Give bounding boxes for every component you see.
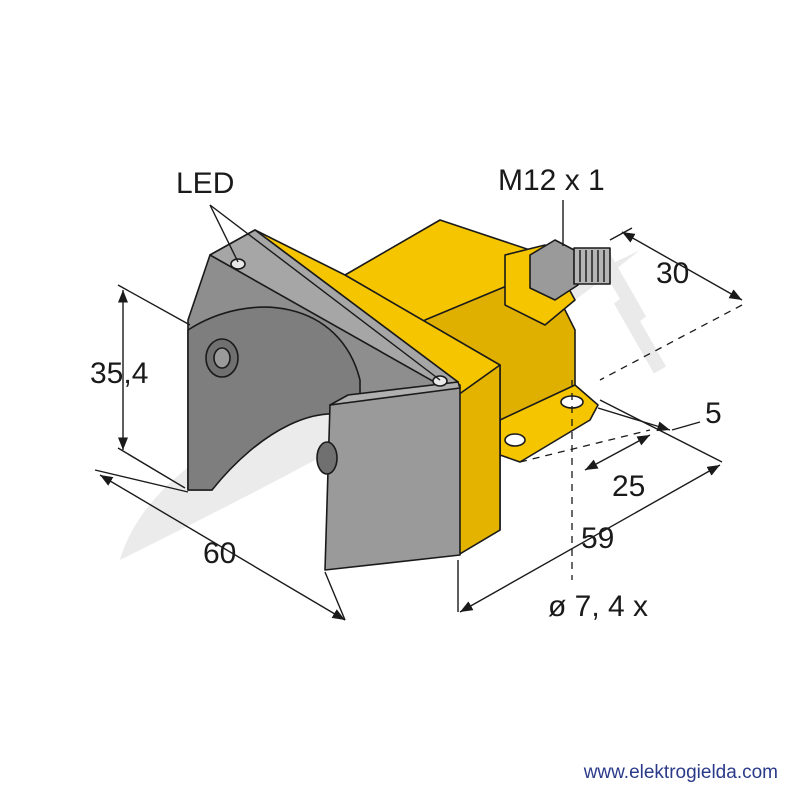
dimension-lines bbox=[94, 200, 743, 621]
label-dim-59: 59 bbox=[581, 522, 614, 555]
screw-hole-right bbox=[316, 441, 338, 475]
label-thread: M12 x 1 bbox=[498, 164, 605, 197]
label-dim-60: 60 bbox=[203, 537, 236, 570]
screw-hole-left bbox=[205, 338, 239, 378]
collar-edge bbox=[457, 364, 501, 556]
sensor-body bbox=[187, 219, 611, 571]
label-dim-30: 30 bbox=[656, 257, 689, 290]
label-dim-5: 5 bbox=[705, 397, 722, 430]
label-dim-35-4: 35,4 bbox=[90, 357, 148, 390]
sensing-face-right bbox=[324, 384, 461, 571]
m12-connector bbox=[529, 239, 611, 301]
label-hole: ø 7, 4 x bbox=[548, 590, 648, 623]
labels: LED M12 x 1 30 35,4 5 25 59 60 ø 7, 4 x bbox=[90, 164, 722, 623]
website-link[interactable]: www.elektrogielda.com bbox=[583, 762, 778, 783]
label-dim-25: 25 bbox=[612, 470, 645, 503]
flange-hole-2 bbox=[504, 433, 526, 447]
sensing-face-right-top bbox=[329, 381, 461, 406]
led-2 bbox=[432, 375, 448, 387]
label-led: LED bbox=[176, 167, 234, 200]
led-1 bbox=[230, 258, 246, 270]
